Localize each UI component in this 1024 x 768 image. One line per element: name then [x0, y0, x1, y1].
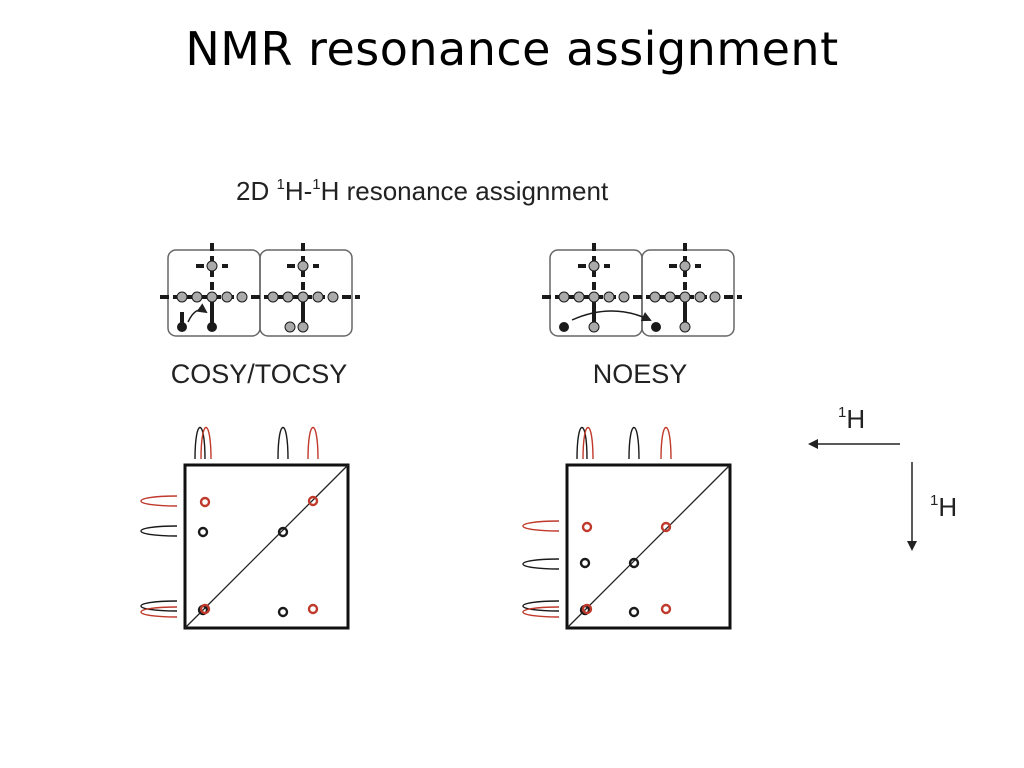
- proton-atom: [558, 291, 570, 303]
- projection-peak: [140, 606, 178, 618]
- projection-peak: [522, 600, 560, 612]
- vertical-axis-label: 1H: [930, 492, 957, 522]
- proton-atom: [603, 291, 615, 303]
- proton-atom: [618, 291, 630, 303]
- diagonal-line: [566, 464, 731, 629]
- projection-peak: [194, 426, 206, 460]
- projection-peak: [582, 426, 594, 460]
- cross-peak: [277, 526, 289, 538]
- proton-atom: [312, 291, 324, 303]
- spectrum-frame: [183, 463, 350, 630]
- proton-atom: [679, 321, 691, 333]
- projection-peak: [628, 426, 640, 460]
- cosy-spectrum: [140, 426, 350, 630]
- spectrum-frame: [565, 463, 732, 630]
- projection-peak: [200, 426, 212, 460]
- proton-atom: [221, 291, 233, 303]
- proton-atom: [664, 291, 676, 303]
- projection-peak: [140, 600, 178, 612]
- proton-atom: [297, 321, 309, 333]
- slide-title: NMR resonance assignment: [185, 22, 839, 76]
- projection-peak: [140, 525, 178, 537]
- projection-peak: [277, 426, 289, 460]
- proton-atom: [694, 291, 706, 303]
- proton-atom: [284, 321, 296, 333]
- proton-atom: [176, 291, 188, 303]
- cross-peak: [660, 603, 672, 615]
- cosy-molecule-schematic: [160, 243, 360, 337]
- residue-box: [641, 249, 735, 337]
- projection-peak: [576, 426, 588, 460]
- cross-peak: [581, 521, 593, 533]
- proton-atom: [573, 291, 585, 303]
- cross-peak: [197, 526, 209, 538]
- cross-peak: [199, 603, 211, 615]
- projection-peak: [140, 495, 178, 507]
- proton-atom: [327, 291, 339, 303]
- cross-peak: [307, 495, 319, 507]
- residue-box: [259, 249, 353, 337]
- coupling-arrow: [187, 303, 208, 323]
- horizontal-axis-label: 1H: [838, 404, 865, 434]
- proton-atom: [679, 260, 691, 272]
- proton-atom: [649, 291, 661, 303]
- noesy-molecule-schematic: [542, 243, 742, 337]
- cross-peak: [628, 606, 640, 618]
- proton-atom: [191, 291, 203, 303]
- proton-atom: [297, 291, 309, 303]
- noesy-spectrum: [522, 426, 732, 630]
- proton-atom: [588, 321, 600, 333]
- projection-peak: [522, 558, 560, 570]
- diagonal-line: [184, 464, 349, 629]
- proton-atom: [588, 291, 600, 303]
- cross-peak: [277, 606, 289, 618]
- proton-atom: [206, 260, 218, 272]
- cosy-tocsy-label: COSY/TOCSY: [171, 359, 348, 389]
- proton-atom: [267, 291, 279, 303]
- proton-atom: [709, 291, 721, 303]
- highlighted-atom: [207, 322, 217, 332]
- noe-arrow: [571, 310, 652, 322]
- proton-atom: [236, 291, 248, 303]
- cross-peak: [660, 521, 672, 533]
- cross-peak: [199, 496, 211, 508]
- cross-peak: [581, 603, 593, 615]
- proton-atom: [588, 260, 600, 272]
- cross-peak: [628, 557, 640, 569]
- highlighted-atom: [559, 322, 569, 332]
- proton-atom: [297, 260, 309, 272]
- proton-atom: [282, 291, 294, 303]
- noesy-label: NOESY: [593, 359, 688, 389]
- projection-peak: [660, 426, 672, 460]
- proton-atom: [206, 291, 218, 303]
- figure-heading: 2D 1H-1H resonance assignment: [236, 176, 609, 206]
- proton-atom: [679, 291, 691, 303]
- highlighted-atom: [651, 322, 661, 332]
- cross-peak: [579, 557, 591, 569]
- projection-peak: [522, 520, 560, 532]
- projection-peak: [307, 426, 319, 460]
- projection-peak: [522, 606, 560, 618]
- cross-peak: [307, 603, 319, 615]
